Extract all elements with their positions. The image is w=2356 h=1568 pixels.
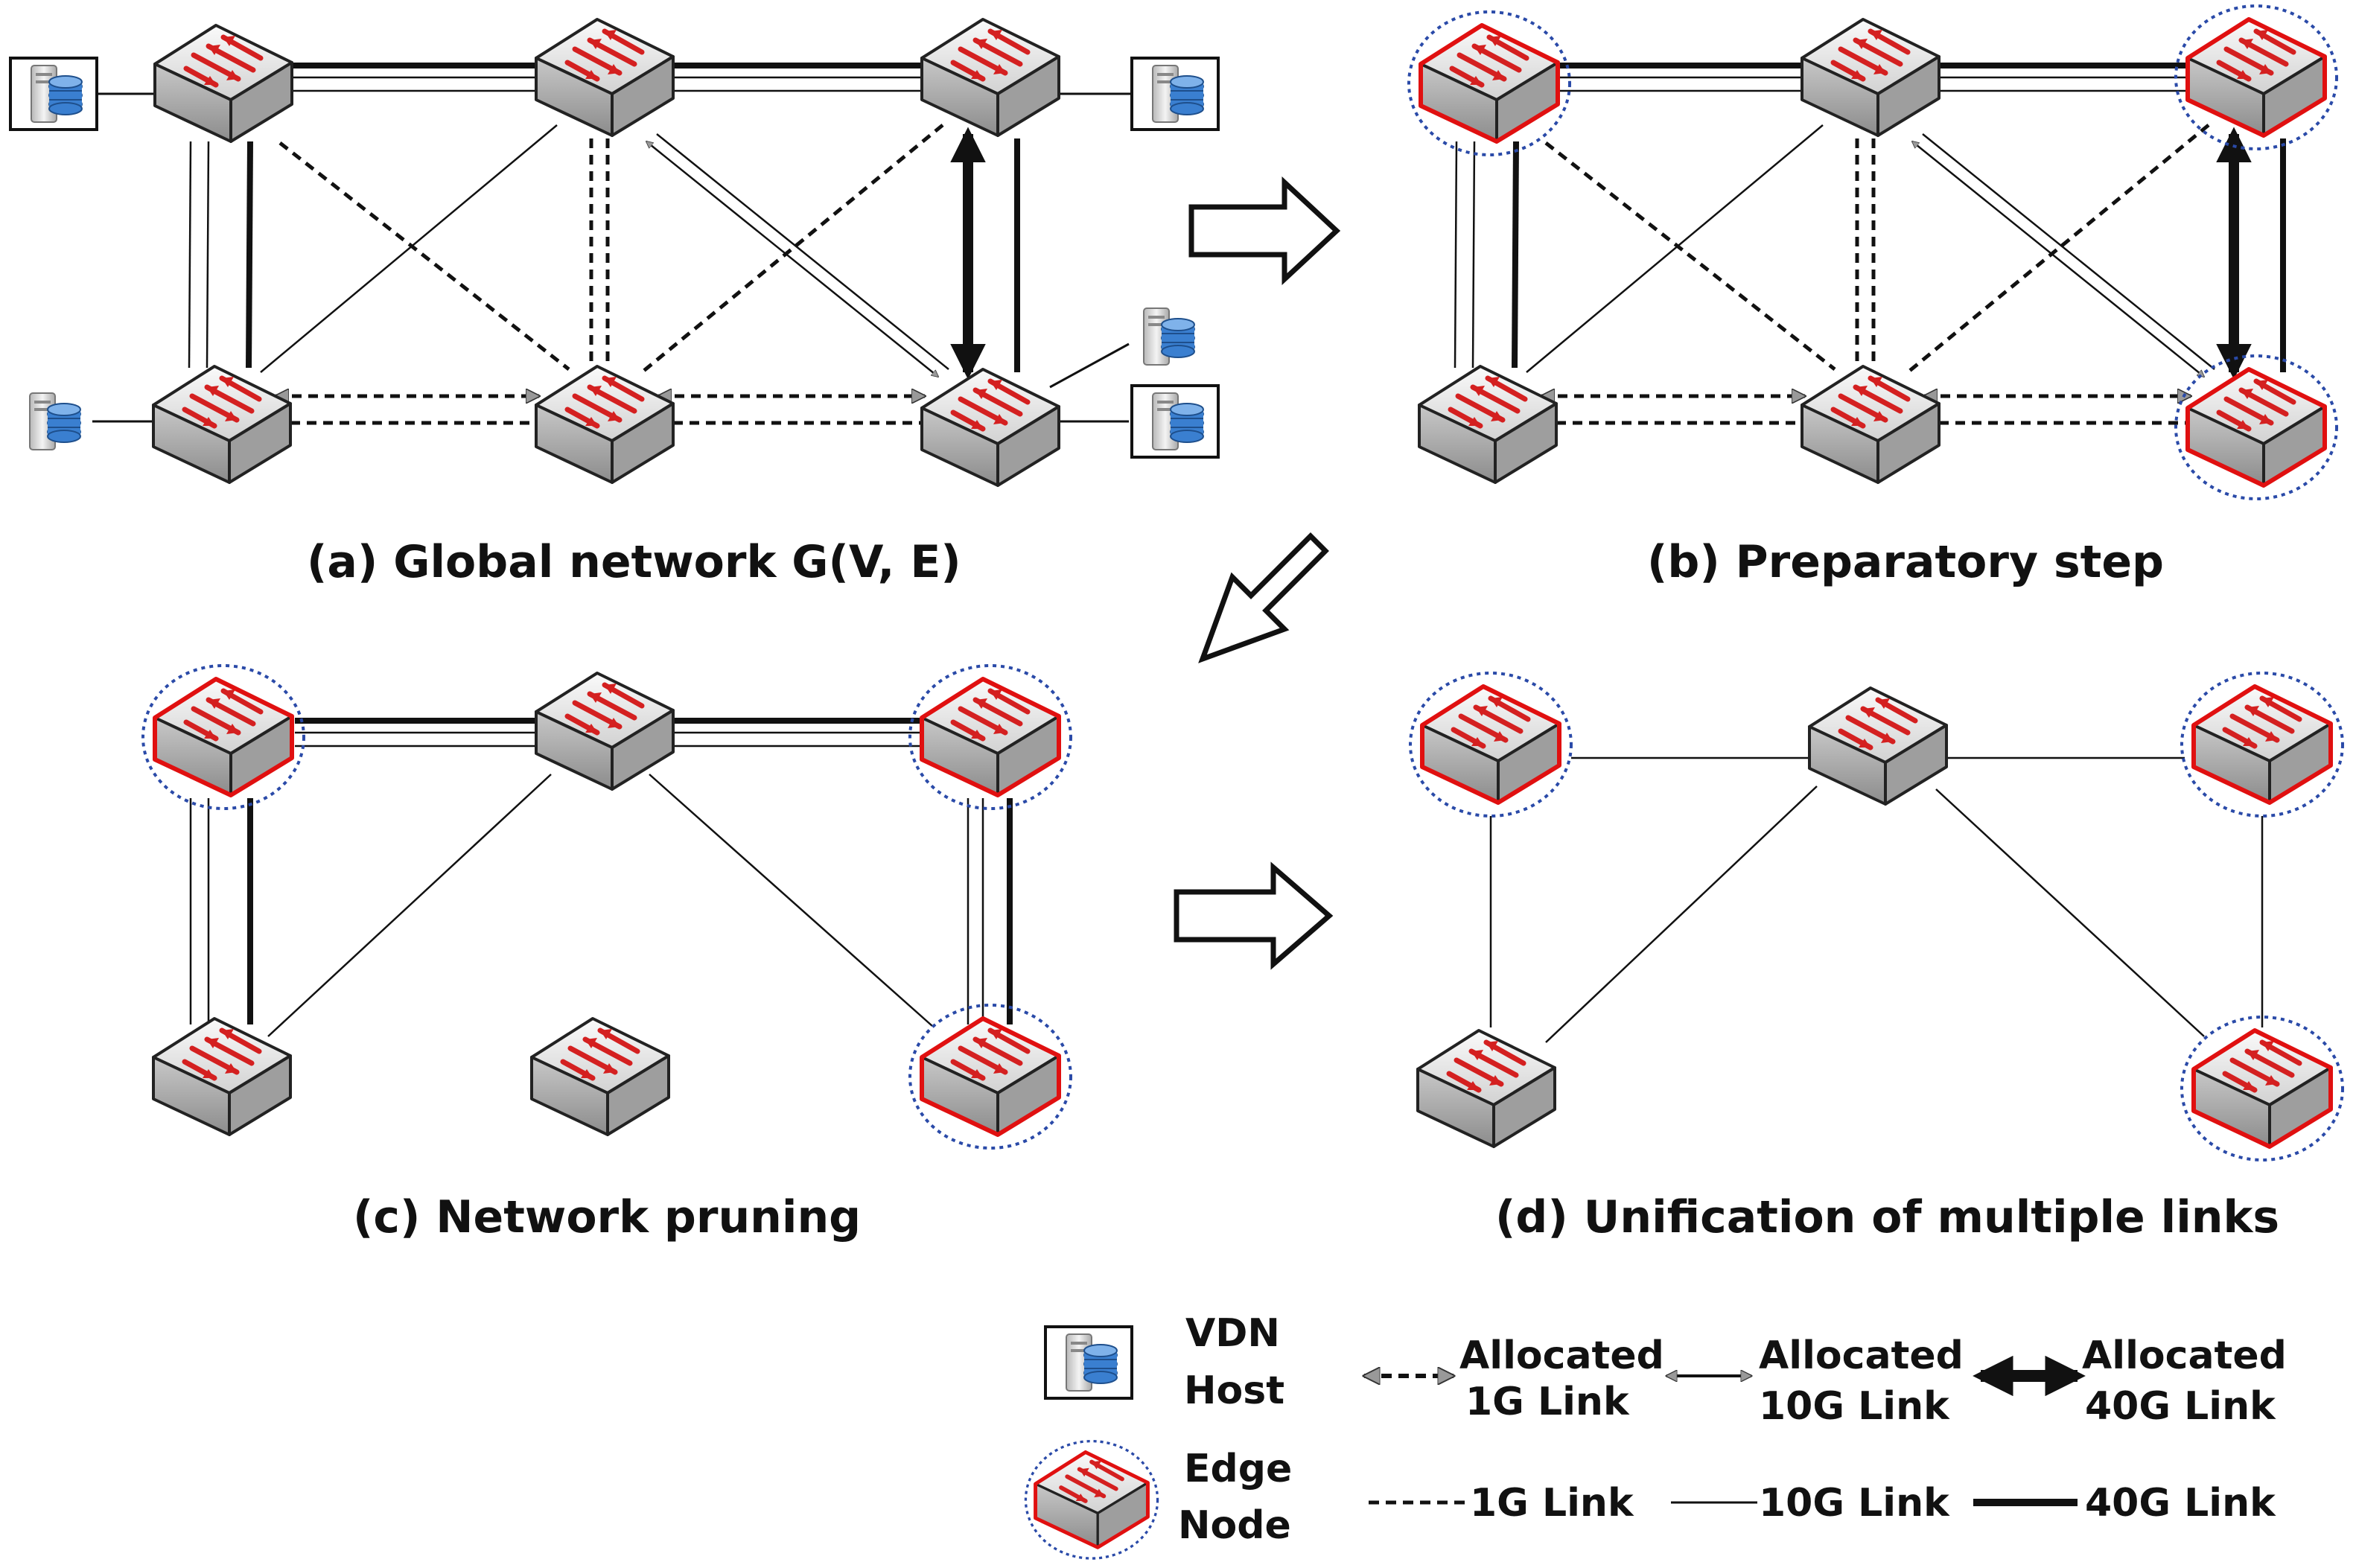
- panel-b-switch-tl: [1407, 10, 1571, 156]
- legend-edge-label-1: Edge: [1184, 1447, 1292, 1491]
- panel-a-vdn-host-tl: [9, 57, 98, 131]
- panel-b-switch-br: [2174, 354, 2338, 500]
- panel-d-switch-tm: [1808, 686, 1948, 806]
- legend-1g-label: 1G Link: [1470, 1481, 1634, 1526]
- panel-a-host-link-br-upper: [1049, 342, 1130, 389]
- panel-c-link-tm-br-10g: [649, 774, 933, 1027]
- panel-a-switch-tr: [920, 18, 1060, 137]
- panel-b-link-tm-br-alloc10g-b: [1922, 133, 2215, 370]
- panel-b-switch-bm: [1801, 365, 1940, 484]
- legend-allocated-1g-label-2: 1G Link: [1465, 1380, 1630, 1424]
- legend-edge-label-2: Node: [1178, 1503, 1291, 1548]
- panel-d-link-tm-br: [1935, 788, 2205, 1037]
- legend-10g-label: 10G Link: [1759, 1481, 1950, 1526]
- panel-b-link-tm-bl-10g: [1526, 124, 1824, 373]
- links-layer: [52, 63, 2286, 1043]
- panel-d-switch-tr: [2180, 672, 2344, 818]
- legend-allocated-10g-label-2: 10G Link: [1759, 1384, 1950, 1429]
- legend-vdn-host-icon: [1044, 1325, 1133, 1400]
- panel-a-switch-bm: [535, 365, 675, 484]
- panel-a-link-tl-bm-1g: [278, 141, 570, 371]
- panel-c-switch-bl: [152, 1017, 292, 1136]
- arrow-a-to-b: [1188, 176, 1341, 286]
- legend-40g-label: 40G Link: [2085, 1481, 2276, 1526]
- legend-vdn-label-2: Host: [1184, 1368, 1284, 1413]
- panel-a-switch-tl: [153, 24, 293, 143]
- caption-panel-c: (c) Network pruning: [353, 1191, 861, 1243]
- legend: VDN Host Edge Node Allocated 1G Link All…: [1024, 1311, 2287, 1560]
- panel-a-switch-tm: [535, 18, 675, 137]
- legend-allocated-40g-label-2: 40G Link: [2085, 1384, 2276, 1429]
- panel-c-switch-br: [908, 1004, 1072, 1150]
- panel-b-link-tl-bl-40g: [1512, 141, 1519, 369]
- panel-c-switch-tr: [908, 664, 1072, 810]
- panel-a-switch-bl: [152, 365, 292, 484]
- panel-a-link-tl-bl-40g: [246, 141, 253, 369]
- legend-edge-node-glyph: [1024, 1440, 1159, 1560]
- panel-a-link-tm-br-alloc10g-a: [646, 141, 938, 377]
- panel-d-switch-tl: [1409, 672, 1573, 818]
- panel-c-switch-tl: [141, 664, 305, 810]
- panel-d-switch-bl: [1416, 1029, 1556, 1148]
- panel-c-link-tm-bl-10g: [267, 774, 552, 1037]
- panel-a-vdn-host-bl: [29, 392, 81, 450]
- panel-a-link-tr-bm-1g: [640, 124, 944, 374]
- caption-panel-a: (a) Global network G(V, E): [307, 536, 961, 588]
- legend-vdn-host-glyph: [1044, 1325, 1133, 1400]
- panel-b-link-tl-bm-1g: [1544, 141, 1836, 371]
- panel-c-switch-tm: [535, 672, 675, 791]
- panel-d-link-tm-bl: [1545, 785, 1818, 1043]
- legend-allocated-10g-label-1: Allocated: [1759, 1333, 1964, 1378]
- legend-allocated-1g-label-1: Allocated: [1459, 1333, 1664, 1378]
- nodes-layer: [9, 4, 2344, 1161]
- arrow-b-to-c: [1198, 532, 1332, 663]
- panel-b-link-tl-bl-10g-b: [1471, 141, 1476, 369]
- panel-a-link-tl-bl-10g-a: [188, 141, 192, 369]
- panel-a-switch-br: [920, 368, 1060, 487]
- legend-allocated-40g-label-1: Allocated: [2082, 1333, 2287, 1378]
- panel-b-switch-tm: [1801, 18, 1940, 137]
- panel-b-switch-bl: [1418, 365, 1558, 484]
- panel-a-link-tm-bl-10g: [260, 124, 558, 373]
- panel-a-link-tl-bl-10g-b: [206, 141, 210, 369]
- caption-panel-b: (b) Preparatory step: [1647, 536, 2164, 588]
- panel-b-link-tm-br-alloc10g-a: [1912, 141, 2204, 377]
- legend-edge-node-icon: [1024, 1440, 1159, 1560]
- panel-d-switch-br: [2180, 1016, 2344, 1161]
- caption-panel-d: (d) Unification of multiple links: [1495, 1191, 2279, 1243]
- panel-a-link-tm-br-alloc10g-b: [656, 133, 949, 370]
- legend-vdn-label-1: VDN: [1185, 1311, 1280, 1356]
- arrow-c-to-d: [1174, 861, 1334, 970]
- panel-a-vdn-host-tr: [1130, 57, 1220, 131]
- panel-b-switch-tr: [2174, 4, 2338, 150]
- panel-a-vdn-host-br: [1130, 384, 1220, 459]
- panel-a-vdn-host-br-upper: [1143, 307, 1195, 366]
- panel-b-link-tl-bl-10g-a: [1454, 141, 1458, 369]
- panel-b-link-tr-bm-1g: [1906, 124, 2210, 374]
- panel-c-switch-bm: [530, 1017, 670, 1136]
